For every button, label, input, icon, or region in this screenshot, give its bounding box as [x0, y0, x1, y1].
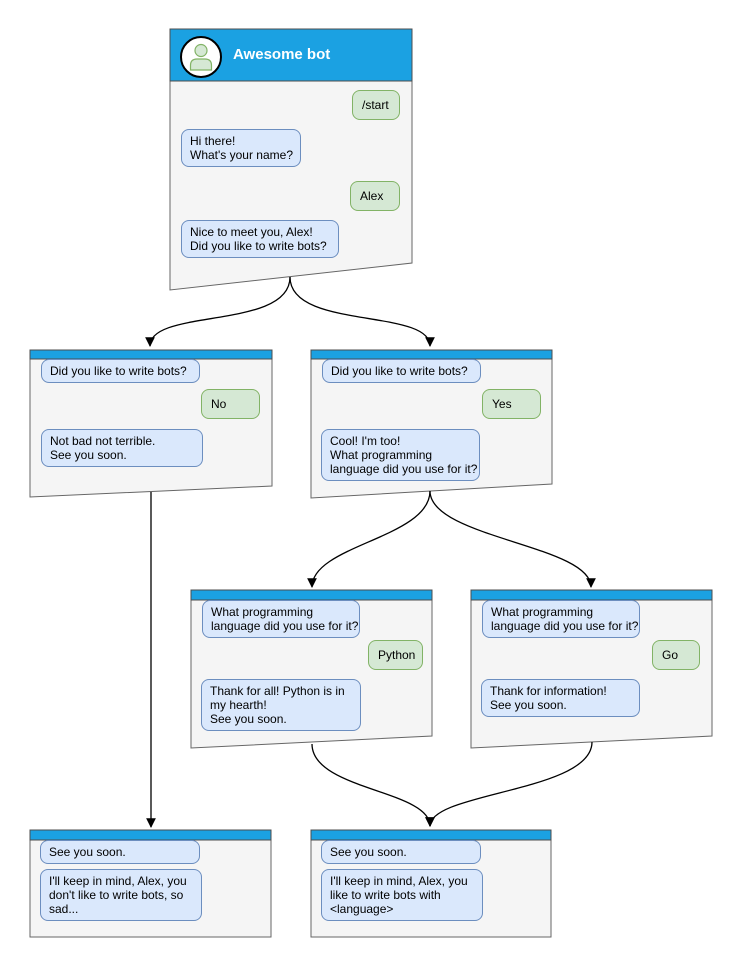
- connector-go-to-end: [425, 741, 593, 827]
- user-avatar-icon: [180, 36, 222, 78]
- message-bubble-bot: What programming language did you use fo…: [202, 600, 360, 638]
- message-bubble-bot: I'll keep in mind, Alex, you don't like …: [40, 869, 202, 921]
- title-bar: [29, 349, 273, 360]
- title-bar: [310, 349, 553, 360]
- message-bubble-user: No: [201, 389, 260, 419]
- message-bubble-bot: See you soon.: [321, 840, 481, 864]
- message-bubble-user: /start: [352, 90, 400, 120]
- title-bar: [190, 589, 433, 601]
- message-bubble-user: Python: [368, 640, 423, 670]
- window-title: Awesome bot: [233, 46, 331, 63]
- message-bubble-bot: Hi there! What's your name?: [181, 129, 301, 167]
- connector-yes-to-python: [307, 490, 431, 588]
- message-bubble-user: Go: [652, 640, 700, 670]
- message-bubble-bot: I'll keep in mind, Alex, you like to wri…: [321, 869, 483, 921]
- message-bubble-bot: Cool! I'm too! What programming language…: [321, 429, 480, 481]
- message-bubble-user: Alex: [350, 181, 400, 211]
- message-bubble-bot: Thank for information! See you soon.: [481, 679, 640, 717]
- message-bubble-bot: Did you like to write bots?: [41, 359, 200, 383]
- connector-main-to-no: [145, 276, 291, 347]
- connector-yes-to-go: [429, 490, 596, 588]
- message-bubble-bot: Thank for all! Python is in my hearth! S…: [201, 679, 361, 731]
- message-bubble-bot: See you soon.: [40, 840, 200, 864]
- connector-main-to-yes: [289, 276, 435, 347]
- connector-python-to-end: [311, 743, 435, 827]
- message-bubble-bot: What programming language did you use fo…: [482, 600, 640, 638]
- message-bubble-bot: Not bad not terrible. See you soon.: [41, 429, 203, 467]
- title-bar: [470, 589, 713, 601]
- message-bubble-bot: Nice to meet you, Alex! Did you like to …: [181, 220, 339, 258]
- title-bar: [29, 829, 272, 841]
- message-bubble-bot: Did you like to write bots?: [322, 359, 481, 383]
- title-bar: [310, 829, 552, 841]
- message-bubble-user: Yes: [482, 389, 541, 419]
